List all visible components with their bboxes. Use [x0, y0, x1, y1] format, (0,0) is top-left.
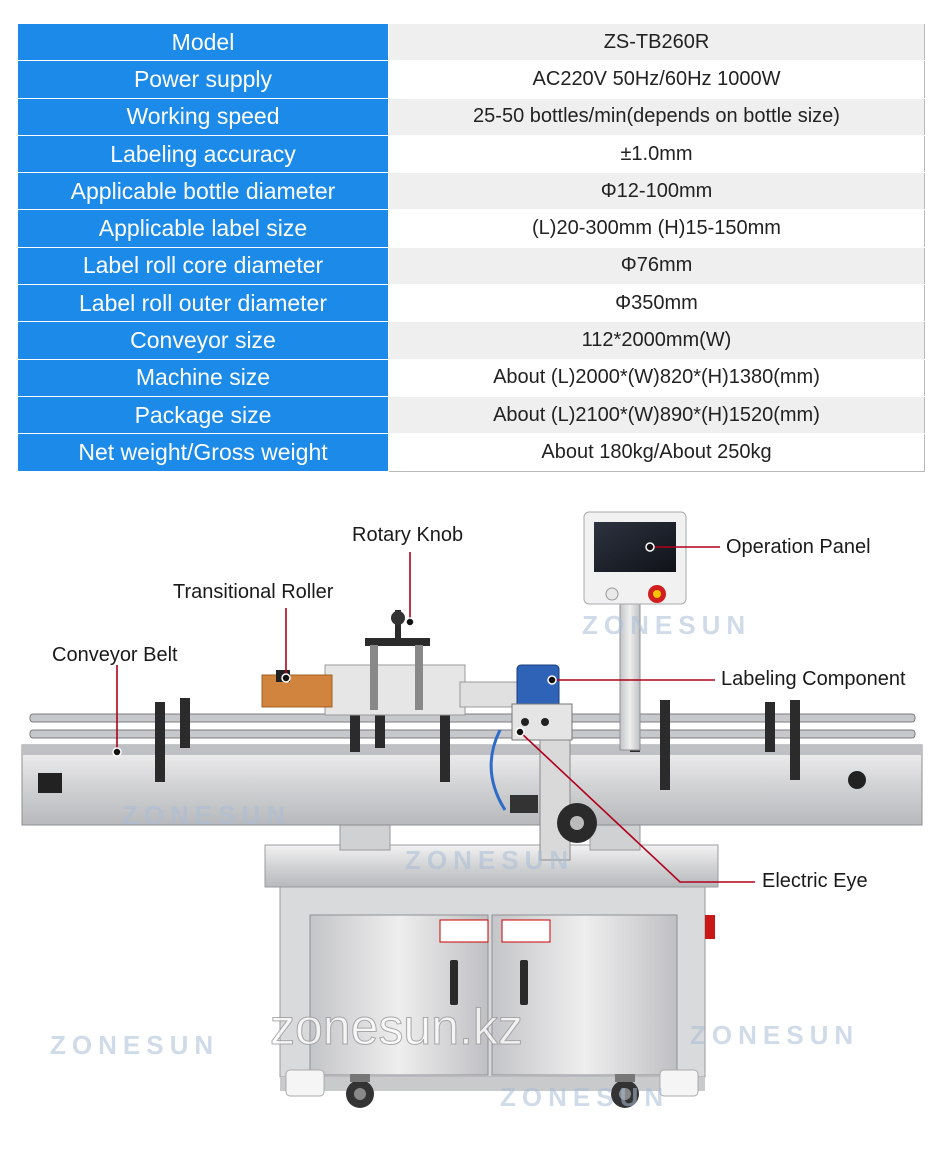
spec-label: Working speed	[18, 98, 389, 136]
brand-watermark: ZONESUN	[122, 800, 292, 830]
brand-watermark: ZONESUN	[405, 845, 575, 875]
spec-label: Applicable label size	[18, 209, 389, 248]
spec-value: About (L)2100*(W)890*(H)1520(mm)	[388, 396, 925, 435]
spec-value: (L)20-300mm (H)15-150mm	[388, 209, 925, 248]
callout-lines	[116, 546, 755, 883]
spec-row: Applicable label size(L)20-300mm (H)15-1…	[18, 209, 925, 248]
callout-electric-eye: Electric Eye	[762, 870, 868, 892]
spec-label: Labeling accuracy	[18, 135, 389, 174]
brand-watermark: ZONESUN	[582, 610, 752, 640]
brand-watermark: ZONESUN	[500, 1082, 670, 1112]
spec-value: ZS-TB260R	[388, 24, 925, 62]
callout-operation-panel: Operation Panel	[726, 536, 871, 558]
callout-labeling-component: Labeling Component	[721, 668, 906, 690]
labeling-head	[261, 610, 597, 861]
electric-eye-line	[519, 731, 755, 883]
spec-label: Model	[18, 24, 389, 62]
callout-dots	[112, 542, 655, 757]
spec-label: Applicable bottle diameter	[18, 172, 389, 211]
operation-panel	[583, 511, 687, 751]
spec-label: Label roll outer diameter	[18, 284, 389, 323]
callout-rotary-knob: Rotary Knob	[352, 524, 464, 546]
spec-value: About (L)2000*(W)820*(H)1380(mm)	[388, 359, 925, 397]
callout-conveyor-belt: Conveyor Belt	[52, 644, 178, 666]
spec-label: Net weight/Gross weight	[18, 433, 389, 472]
spec-value: About 180kg/About 250kg	[388, 433, 925, 472]
site-watermark: zonesun.kz	[270, 999, 524, 1056]
brand-watermark: ZONESUN	[690, 1020, 860, 1050]
spec-label: Machine size	[18, 359, 389, 397]
spec-value: AC220V 50Hz/60Hz 1000W	[388, 60, 925, 99]
brand-watermark: ZONESUN	[50, 1030, 220, 1060]
spec-value: 25-50 bottles/min(depends on bottle size…	[388, 98, 925, 136]
spec-label: Power supply	[18, 60, 389, 99]
callout-transitional-roller: Transitional Roller	[173, 581, 334, 603]
spec-value: Φ12-100mm	[388, 172, 925, 211]
spec-label: Package size	[18, 396, 389, 435]
spec-value: Φ76mm	[388, 247, 925, 286]
machine-illustration: Rotary Knob Transitional Roller Conveyor…	[0, 490, 944, 1162]
labeling-machine-drawing	[21, 511, 923, 1108]
spec-value: Φ350mm	[388, 284, 925, 323]
conveyor	[21, 698, 923, 826]
spec-value: 112*2000mm(W)	[388, 321, 925, 360]
spec-label: Conveyor size	[18, 321, 389, 360]
machine-cabinet	[264, 844, 719, 1108]
spec-value: ±1.0mm	[388, 135, 925, 174]
spec-label: Label roll core diameter	[18, 247, 389, 286]
spec-row: Labeling accuracy±1.0mm	[18, 135, 925, 174]
